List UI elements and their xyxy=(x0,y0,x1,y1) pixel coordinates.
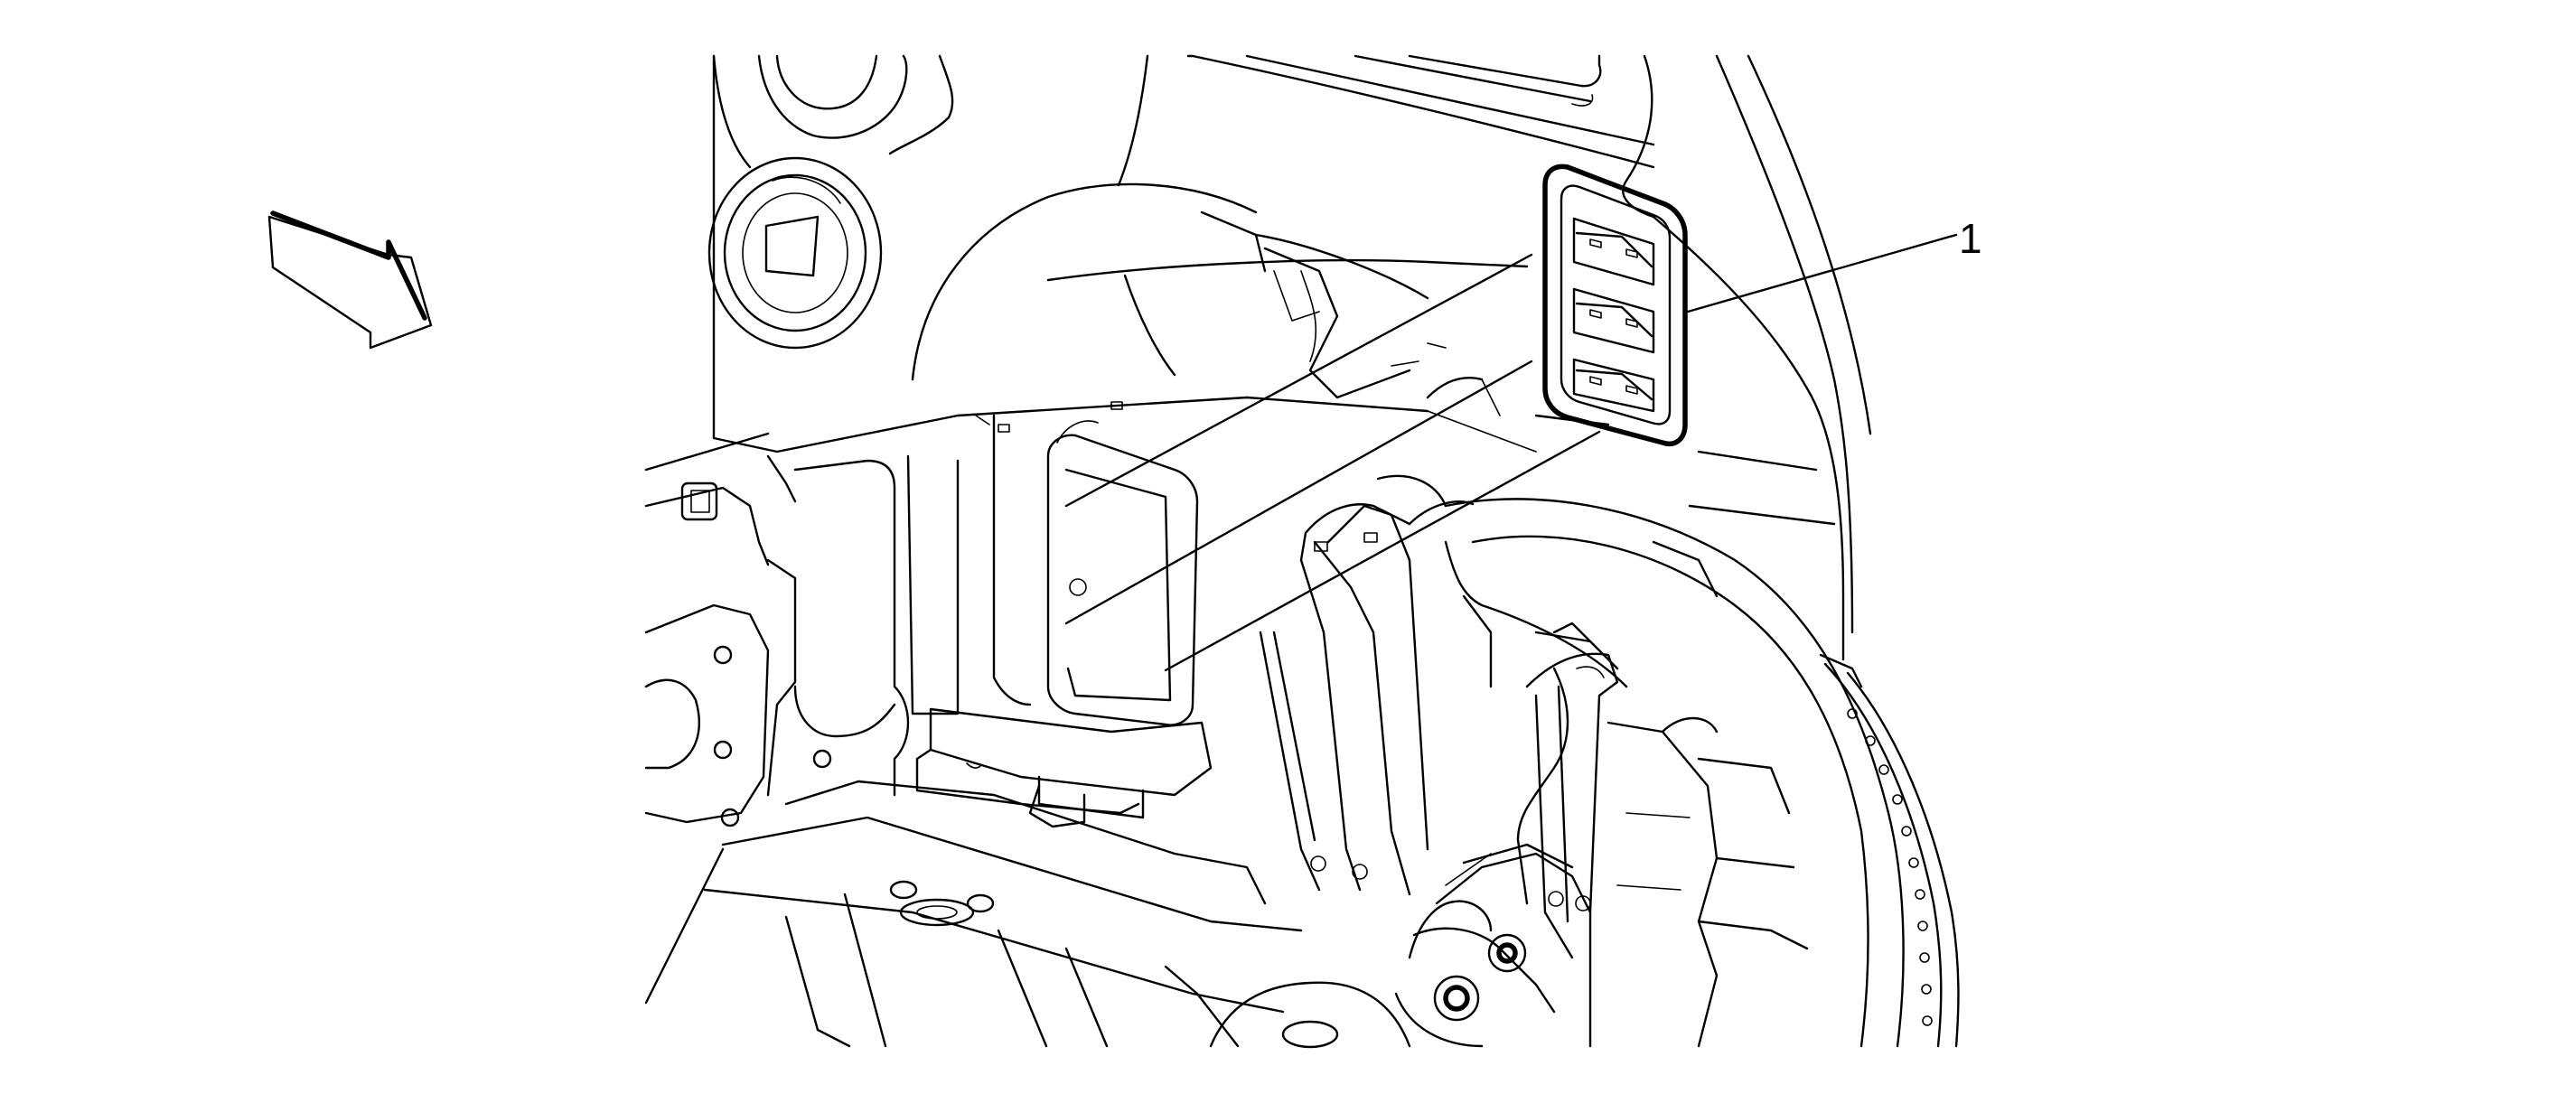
callout-label: 1 xyxy=(1959,215,1982,262)
explode-lines xyxy=(1064,253,1601,672)
callout-1: 1 xyxy=(1686,215,1982,313)
flange-holes xyxy=(1847,708,1933,1026)
air-pressure-relief-valve xyxy=(1542,164,1688,446)
direction-arrow-icon xyxy=(267,210,433,350)
vehicle-body-structure xyxy=(644,54,1960,1049)
